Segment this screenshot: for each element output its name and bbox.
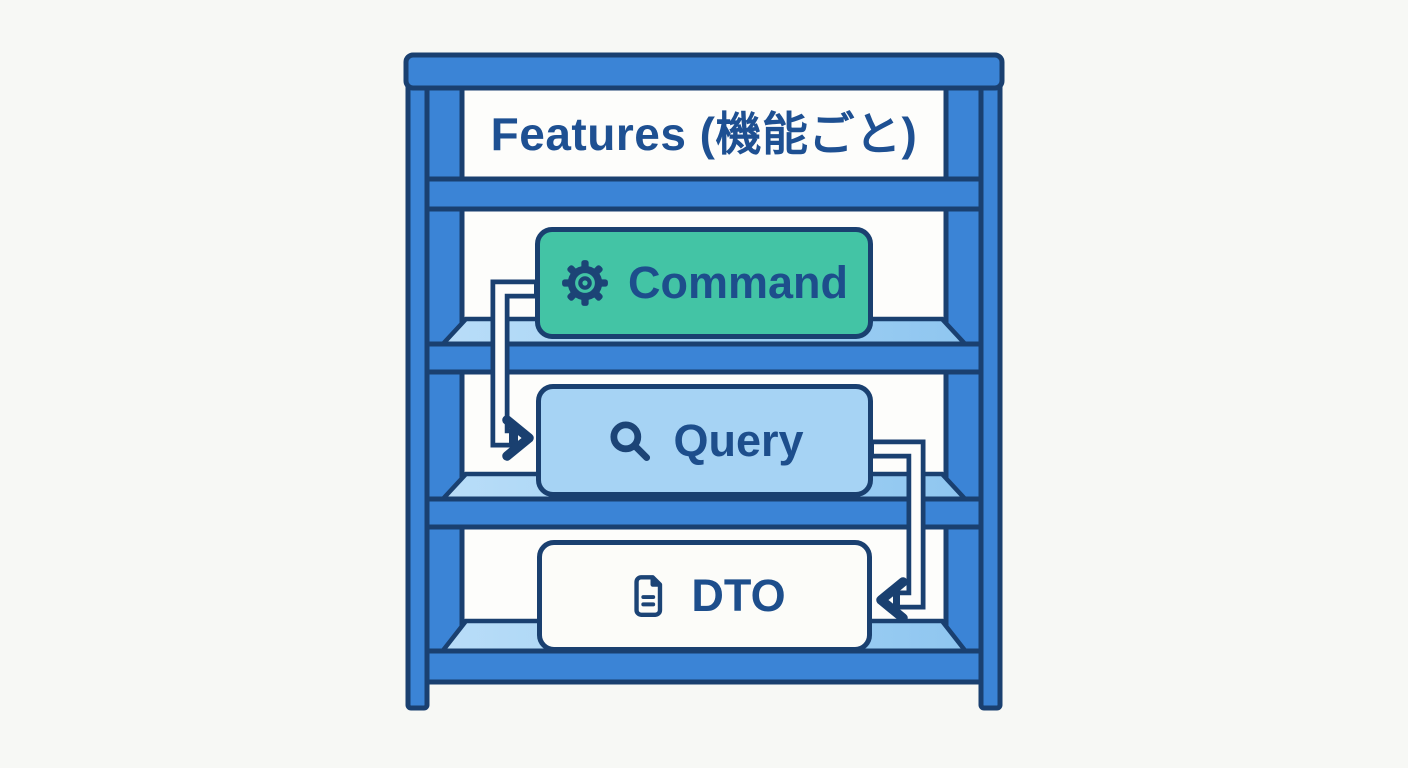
diagram-title: Features (機能ごと) <box>490 108 918 160</box>
query-label: Query <box>673 414 804 466</box>
shelf4-board <box>418 648 990 685</box>
dto-box: DTO <box>537 540 872 652</box>
shelf3-board <box>418 496 990 530</box>
shelf-top-bar <box>403 52 1005 91</box>
shelf2-board <box>418 341 990 375</box>
document-icon <box>623 571 673 621</box>
command-box: Command <box>535 227 873 339</box>
outer-left-post <box>405 53 430 711</box>
dto-label: DTO <box>691 570 786 621</box>
query-box: Query <box>536 384 873 497</box>
shelf1-board <box>418 176 990 212</box>
outer-right-post <box>978 53 1003 711</box>
search-icon <box>605 416 655 466</box>
command-label: Command <box>627 257 848 308</box>
gear-icon <box>560 258 610 308</box>
